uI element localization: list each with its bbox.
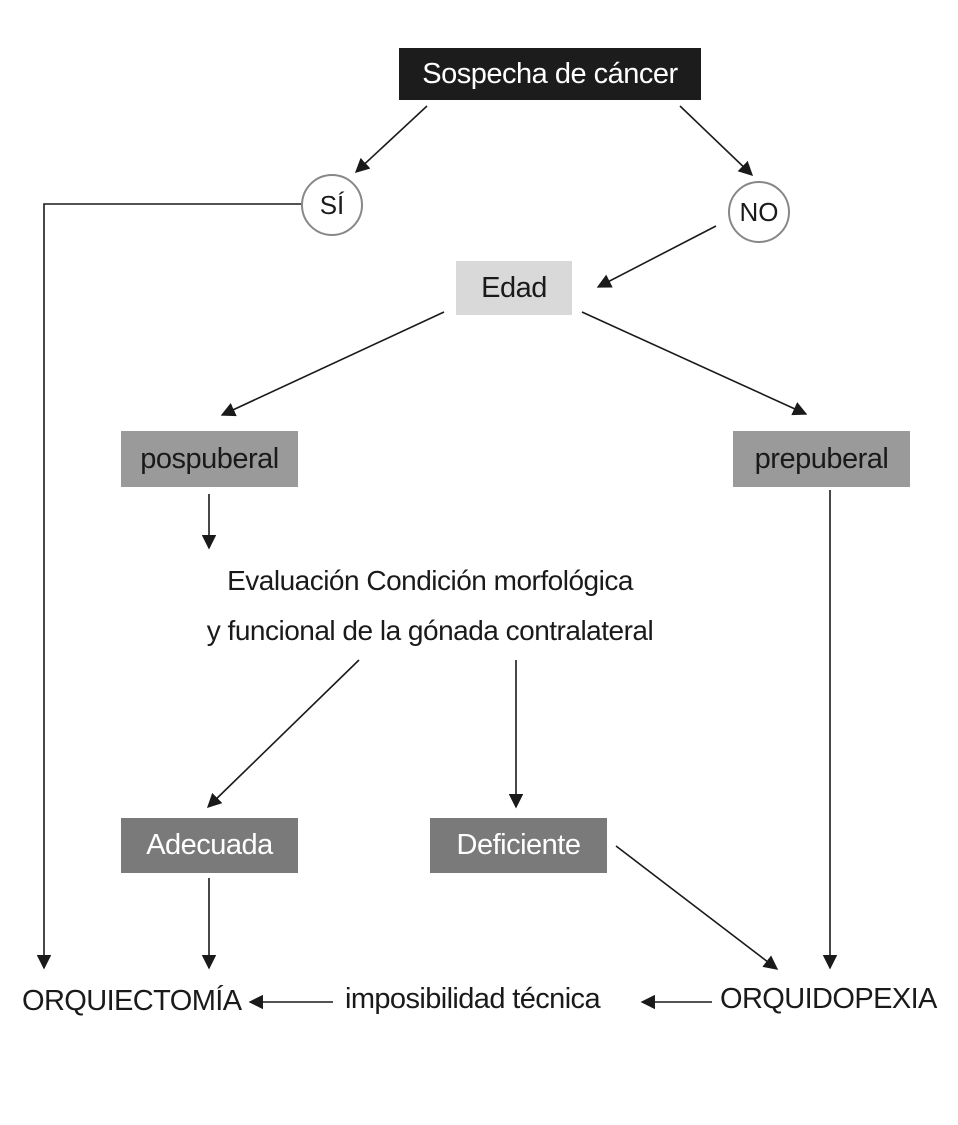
node-no-label: NO (739, 196, 779, 227)
arrow-sospecha-no (679, 105, 754, 176)
node-deficiente-label: Deficiente (456, 829, 581, 861)
node-orquidopexia: ORQUIDOPEXIA (720, 983, 937, 1015)
node-sospecha-label: Sospecha de cáncer (422, 57, 678, 90)
node-adecuada: Adecuada (121, 818, 298, 873)
node-no: NO (728, 181, 790, 243)
node-prepuberal-label: prepuberal (754, 442, 889, 475)
node-sospecha: Sospecha de cáncer (399, 48, 701, 100)
arrow-sospecha-si (354, 105, 428, 173)
node-adecuada-label: Adecuada (146, 829, 273, 861)
arrow-evaluacion-adecuada (206, 659, 360, 809)
node-si: SÍ (301, 174, 363, 236)
node-prepuberal: prepuberal (733, 431, 910, 487)
node-imposibilidad: imposibilidad técnica (345, 983, 601, 1015)
arrow-no-edad (596, 225, 717, 288)
node-deficiente: Deficiente (430, 818, 607, 873)
node-evaluacion-line1: Evaluación Condición morfológica (227, 565, 633, 596)
node-edad: Edad (456, 261, 572, 315)
arrow-edad-pospuberal (220, 311, 445, 417)
node-pospuberal-label: pospuberal (140, 442, 279, 475)
node-evaluacion: Evaluación Condición morfológica y funci… (140, 556, 720, 656)
node-pospuberal: pospuberal (121, 431, 298, 487)
node-orquiectomia: ORQUIECTOMÍA (22, 985, 242, 1017)
node-edad-label: Edad (481, 271, 547, 304)
node-si-label: SÍ (319, 189, 345, 220)
arrow-deficiente-orquidopexia (615, 845, 779, 970)
arrow-si-orquiectomia (36, 203, 302, 970)
node-evaluacion-line2: y funcional de la gónada contralateral (206, 615, 654, 646)
arrow-edad-prepuberal (581, 311, 808, 416)
